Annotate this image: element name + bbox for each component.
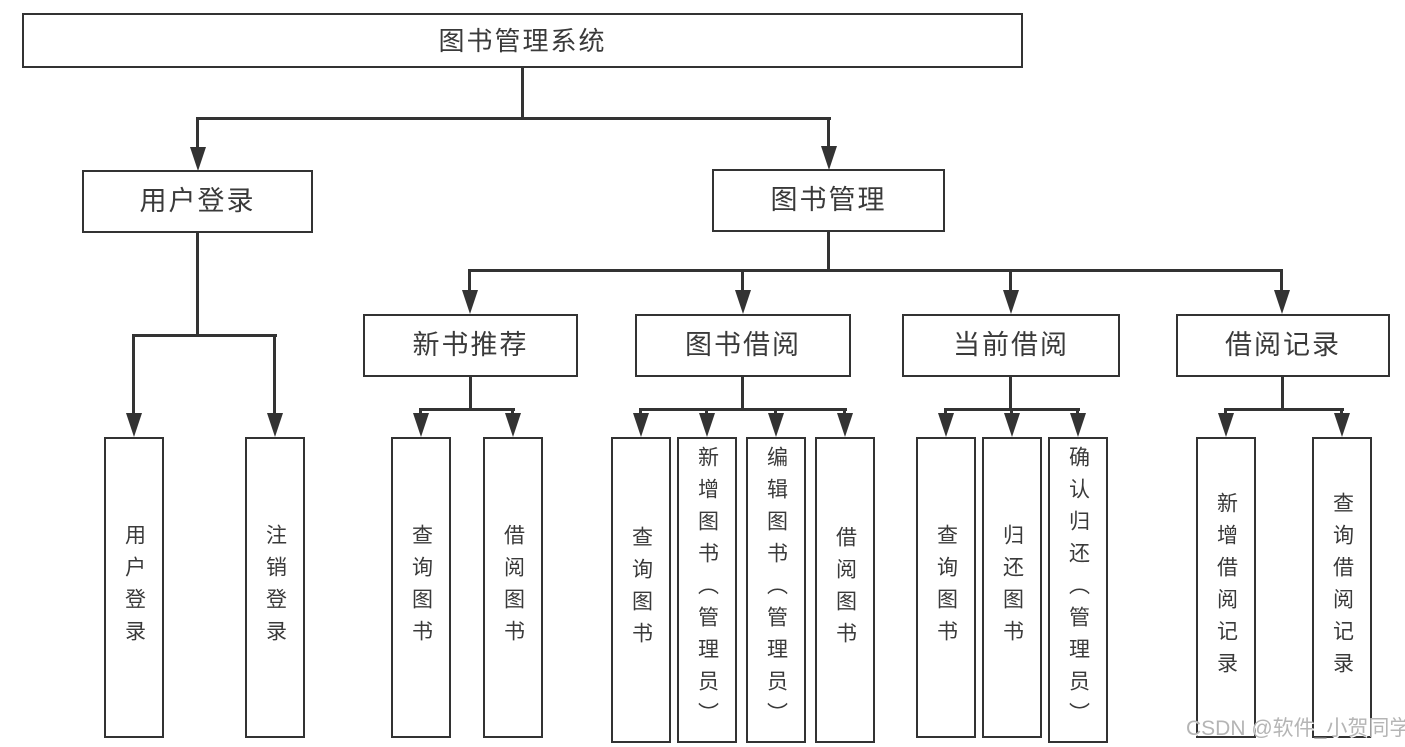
connector-drop-borrow-books-recommend <box>511 408 514 416</box>
leaf-label: 查询图书 <box>409 523 433 652</box>
connector-borrowing-records-branch <box>1224 408 1344 411</box>
node-book-management: 图书管理 <box>712 169 945 232</box>
connector-drop-book-management <box>827 117 830 151</box>
connector-current-borrowing-trunk <box>1009 377 1012 411</box>
arrow-query-borrow-record <box>1334 413 1350 437</box>
connector-root-branch <box>196 117 831 120</box>
connector-drop-edit-book-admin <box>774 408 777 416</box>
leaf-label: 查询图书 <box>934 523 958 652</box>
leaf-edit-book-admin: 编辑图书（管理员） <box>746 437 806 743</box>
leaf-query-books-borrowing: 查询图书 <box>611 437 671 743</box>
arrow-current-borrowing <box>1003 290 1019 314</box>
node-new-book-recommendation: 新书推荐 <box>363 314 578 377</box>
node-label: 借阅记录 <box>1225 330 1341 360</box>
connector-root-trunk <box>521 68 524 120</box>
leaf-label: 查询借阅记录 <box>1330 491 1354 684</box>
arrow-new-book-recommendation <box>462 290 478 314</box>
arrow-return-books <box>1004 413 1020 437</box>
leaf-label: 新增图书（管理员） <box>695 446 719 734</box>
connector-drop-leaf-logout <box>273 334 276 415</box>
node-borrowing-records: 借阅记录 <box>1176 314 1390 377</box>
connector-drop-return-books <box>1010 408 1013 416</box>
arrow-book-management <box>821 146 837 170</box>
leaf-borrow-books-borrowing: 借阅图书 <box>815 437 875 743</box>
connector-book-management-branch <box>468 269 1283 272</box>
arrow-leaf-logout <box>267 413 283 437</box>
leaf-label: 确认归还（管理员） <box>1066 446 1090 734</box>
leaf-query-borrow-record: 查询借阅记录 <box>1312 437 1372 738</box>
leaf-label: 用户登录 <box>122 523 146 652</box>
watermark-text: CSDN @软件_小贺同学 <box>1186 717 1405 740</box>
arrow-leaf-user-login <box>126 413 142 437</box>
leaf-label: 编辑图书（管理员） <box>764 446 788 734</box>
leaf-confirm-return-admin: 确认归还（管理员） <box>1048 437 1108 743</box>
arrow-query-books-current <box>938 413 954 437</box>
arrow-borrow-books-borrowing <box>837 413 853 437</box>
node-label: 用户登录 <box>139 186 256 216</box>
connector-book-borrowing-trunk <box>741 377 744 411</box>
arrow-borrow-books-recommend <box>505 413 521 437</box>
connector-drop-add-book-admin <box>705 408 708 416</box>
arrow-add-borrow-record <box>1218 413 1234 437</box>
connector-drop-borrow-books-borrowing <box>843 408 846 416</box>
connector-drop-query-borrow-record <box>1340 408 1343 416</box>
connector-drop-new-book-recommendation <box>468 269 471 294</box>
connector-drop-leaf-user-login <box>132 334 135 415</box>
leaf-query-books-recommend: 查询图书 <box>391 437 451 738</box>
connector-new-book-branch <box>419 408 515 411</box>
arrow-edit-book-admin <box>768 413 784 437</box>
connector-borrowing-records-trunk <box>1281 377 1284 411</box>
leaf-label: 借阅图书 <box>833 526 857 654</box>
connector-drop-query-books-recommend <box>419 408 422 416</box>
arrow-user-login <box>190 147 206 171</box>
arrow-book-borrowing <box>735 290 751 314</box>
leaf-label: 查询图书 <box>629 526 653 654</box>
arrow-query-books-recommend <box>413 413 429 437</box>
connector-drop-current-borrowing <box>1009 269 1012 294</box>
leaf-label: 归还图书 <box>1000 523 1024 652</box>
arrow-query-books-borrowing <box>633 413 649 437</box>
node-label: 新书推荐 <box>412 330 529 360</box>
leaf-label: 注销登录 <box>263 523 287 652</box>
node-library-management-system: 图书管理系统 <box>22 13 1023 68</box>
node-label: 图书管理系统 <box>438 25 607 56</box>
node-current-borrowing: 当前借阅 <box>902 314 1120 377</box>
connector-new-book-trunk <box>469 377 472 411</box>
node-label: 当前借阅 <box>953 330 1069 360</box>
arrow-borrowing-records <box>1274 290 1290 314</box>
connector-drop-borrowing-records <box>1280 269 1283 294</box>
node-user-login: 用户登录 <box>82 170 313 233</box>
connector-drop-query-books-borrowing <box>639 408 642 416</box>
connector-drop-user-login <box>196 117 199 151</box>
connector-drop-add-borrow-record <box>1224 408 1227 416</box>
leaf-user-login: 用户登录 <box>104 437 164 738</box>
leaf-borrow-books-recommend: 借阅图书 <box>483 437 543 738</box>
connector-user-login-trunk <box>196 232 199 336</box>
leaf-return-books: 归还图书 <box>982 437 1042 738</box>
node-label: 图书管理 <box>770 185 887 215</box>
leaf-label: 新增借阅记录 <box>1214 491 1238 684</box>
connector-book-management-trunk <box>827 232 830 272</box>
node-label: 图书借阅 <box>685 330 801 360</box>
leaf-add-borrow-record: 新增借阅记录 <box>1196 437 1256 738</box>
connector-book-borrowing-branch <box>639 408 847 411</box>
connector-drop-book-borrowing <box>741 269 744 294</box>
leaf-add-book-admin: 新增图书（管理员） <box>677 437 737 743</box>
node-book-borrowing: 图书借阅 <box>635 314 851 377</box>
arrow-confirm-return-admin <box>1070 413 1086 437</box>
arrow-add-book-admin <box>699 413 715 437</box>
connector-drop-query-books-current <box>944 408 947 416</box>
leaf-query-books-current: 查询图书 <box>916 437 976 738</box>
leaf-logout: 注销登录 <box>245 437 305 738</box>
connector-user-login-branch <box>132 334 277 337</box>
connector-drop-confirm-return-admin <box>1076 408 1079 416</box>
leaf-label: 借阅图书 <box>501 523 525 652</box>
